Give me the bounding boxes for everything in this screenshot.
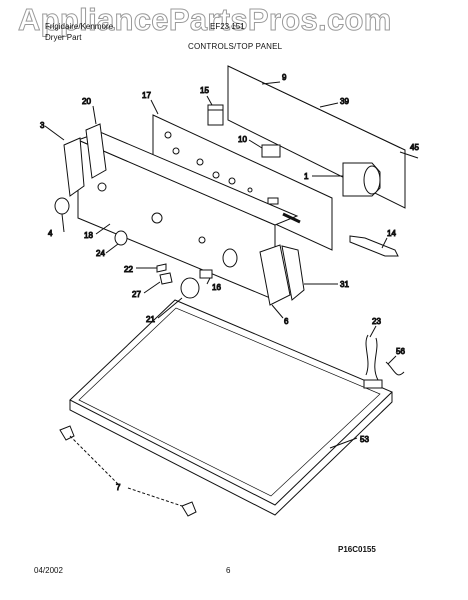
callout-23: 23	[372, 317, 381, 326]
footer-page-number: 6	[226, 566, 231, 575]
knob-21	[180, 277, 200, 299]
watermark: AppliancePartsPros.com	[18, 2, 392, 38]
switch-10	[261, 144, 281, 158]
callout-9: 9	[282, 73, 287, 82]
footer-date: 04/2002	[34, 566, 63, 575]
part-22	[156, 263, 167, 273]
callout-53: 53	[360, 435, 369, 444]
callout-22: 22	[124, 265, 133, 274]
part-27	[159, 272, 173, 285]
callout-21: 21	[146, 315, 155, 324]
knob-24	[114, 230, 128, 246]
callout-4: 4	[48, 229, 53, 238]
callout-27: 27	[132, 290, 141, 299]
hinge-clip-right	[181, 501, 197, 517]
bracket-14	[349, 235, 399, 257]
callout-45: 45	[410, 143, 419, 152]
callout-6: 6	[284, 317, 289, 326]
callout-20: 20	[82, 97, 91, 106]
model-number: EF23 151	[210, 22, 245, 31]
switch-15	[207, 104, 224, 126]
callout-17: 17	[142, 91, 151, 100]
callout-56: 56	[396, 347, 405, 356]
brand-line-2: Dryer Part	[45, 33, 82, 42]
end-cap-left	[63, 137, 85, 197]
brand-line-1: Frigidaire/Kenmore	[45, 22, 114, 31]
callout-10: 10	[238, 135, 247, 144]
wire-harness	[365, 334, 405, 381]
knob-4	[54, 197, 70, 215]
end-cap-right	[259, 244, 291, 306]
callout-31: 31	[340, 280, 349, 289]
section-title: CONTROLS/TOP PANEL	[188, 42, 283, 51]
callout-18: 18	[84, 231, 93, 240]
callout-3: 3	[40, 121, 45, 130]
callout-16: 16	[212, 283, 221, 292]
button-16	[199, 269, 213, 279]
callout-1: 1	[304, 172, 309, 181]
callout-7: 7	[116, 483, 121, 492]
callout-14: 14	[387, 229, 396, 238]
callout-39: 39	[340, 97, 349, 106]
callout-24: 24	[96, 249, 105, 258]
callout-15: 15	[200, 86, 209, 95]
diagram-code: P16C0155	[338, 545, 376, 554]
